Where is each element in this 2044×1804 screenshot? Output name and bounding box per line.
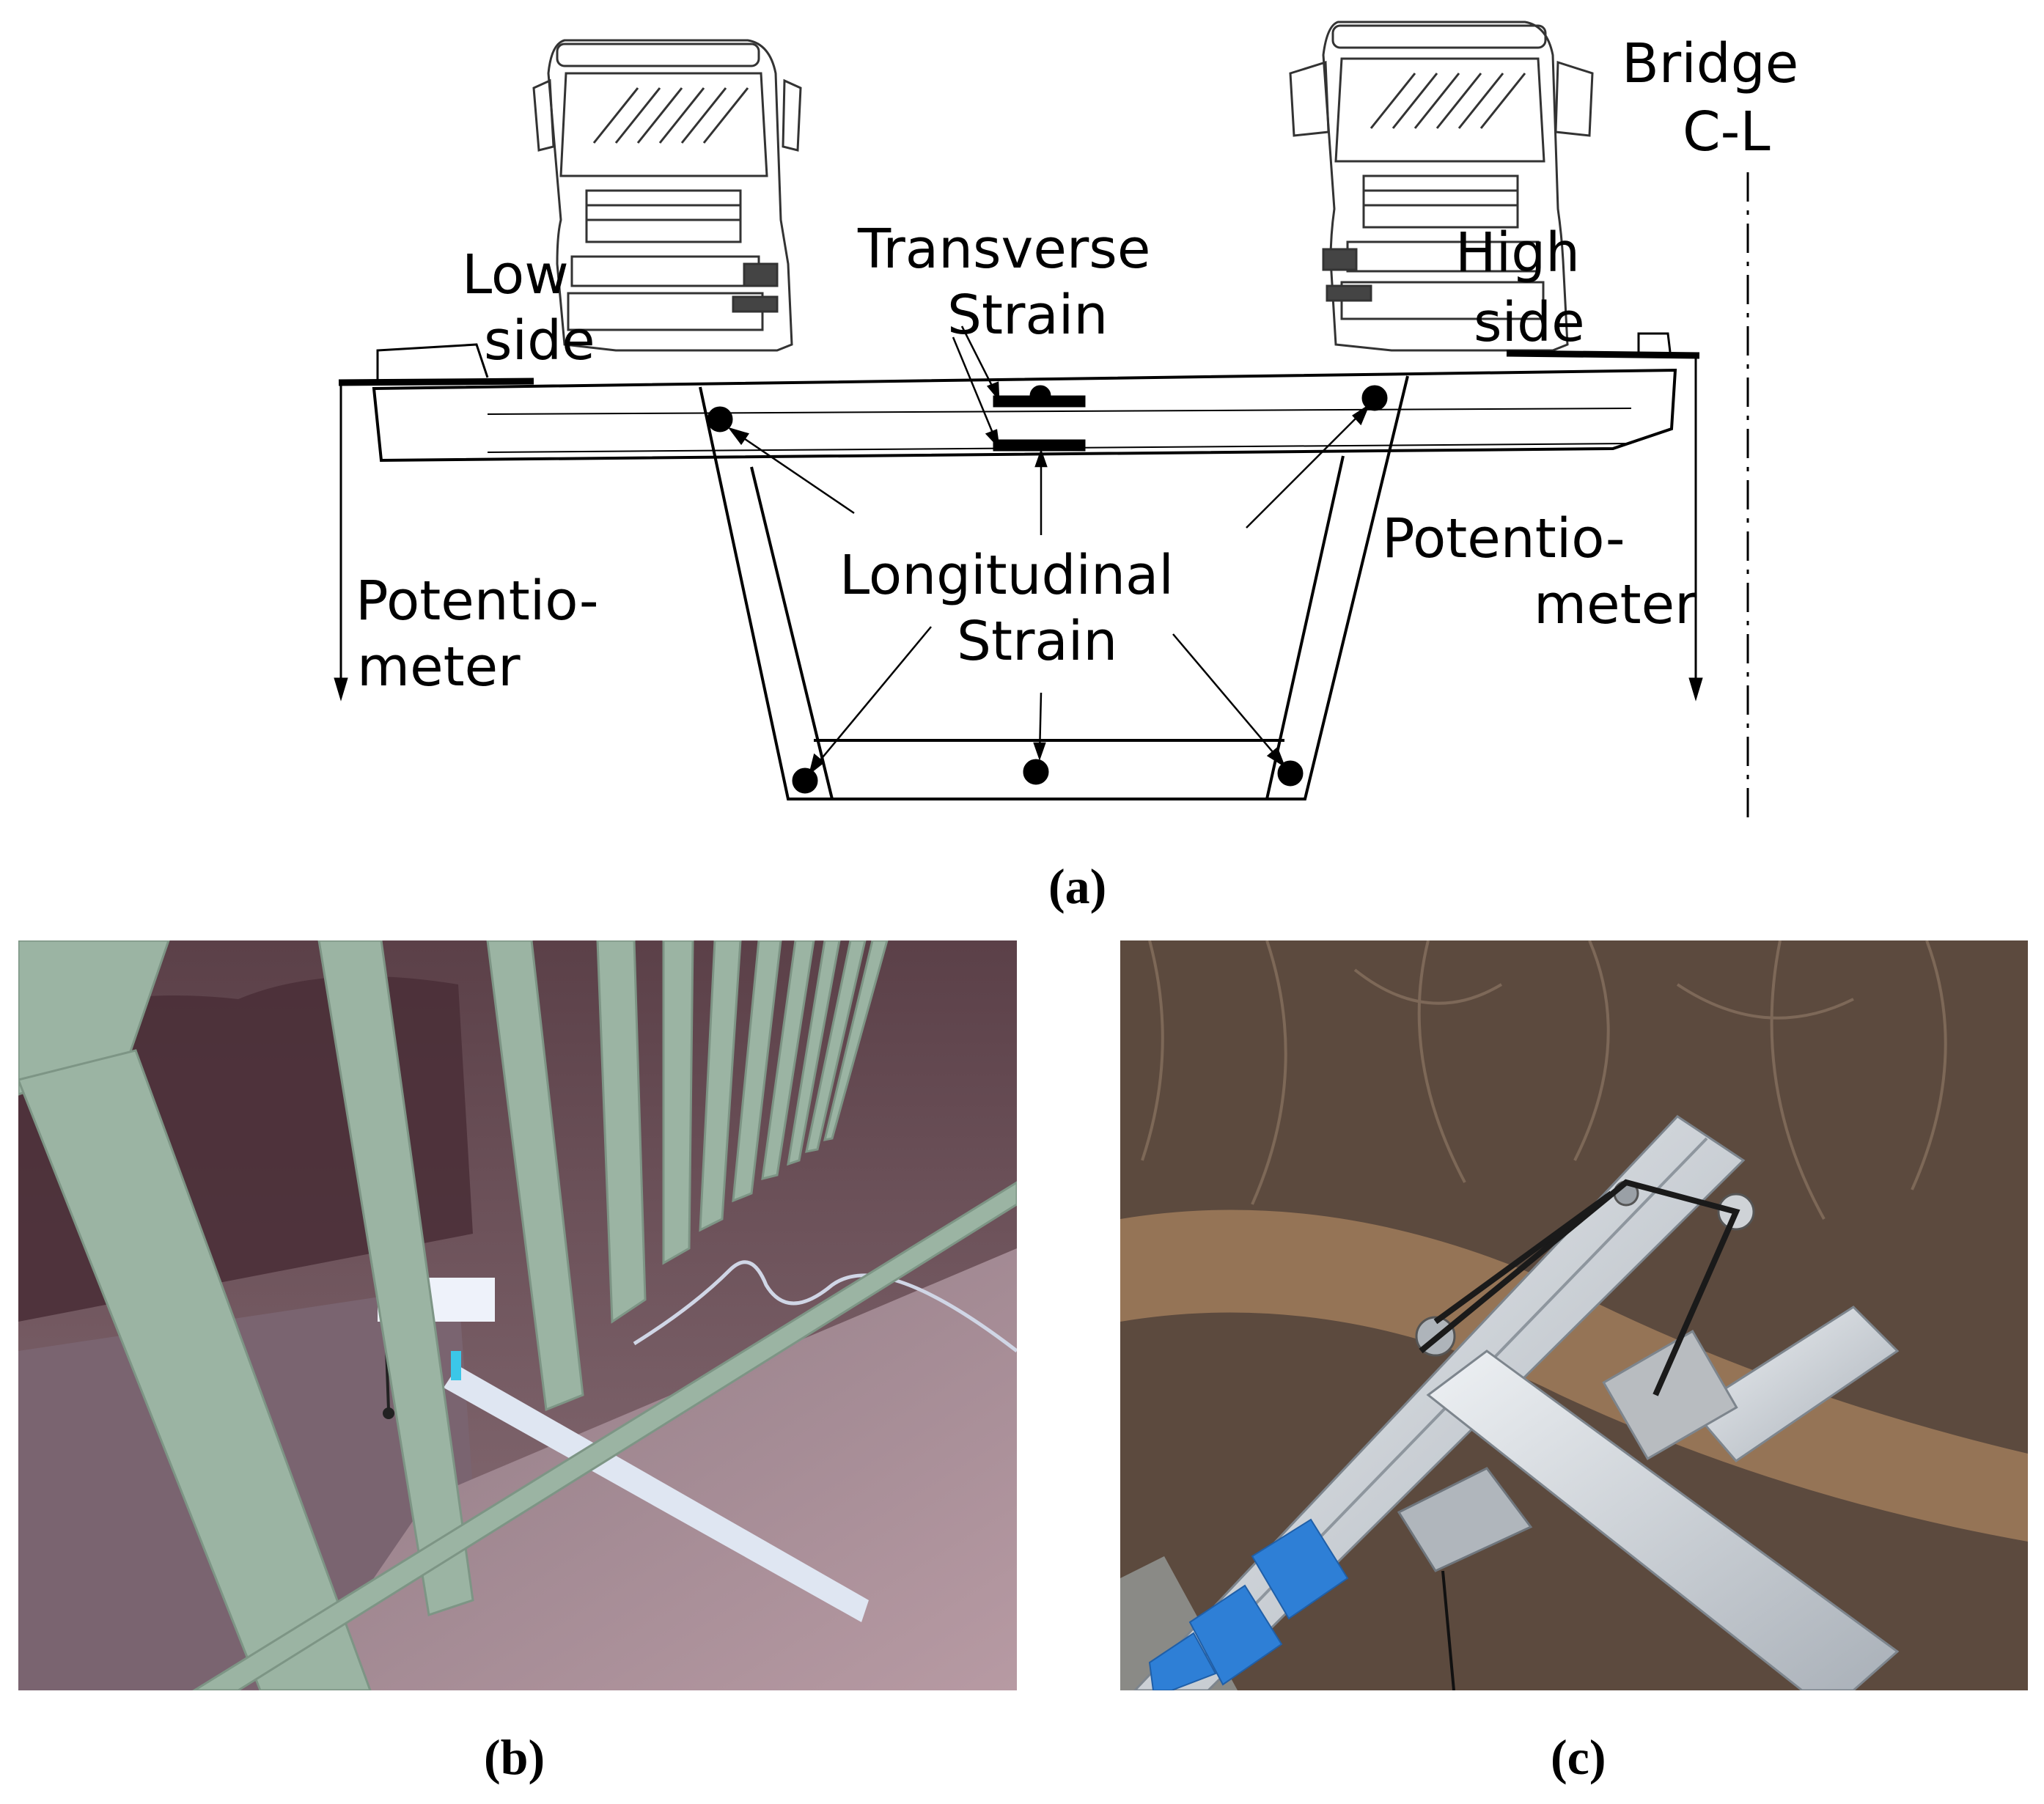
sensor-dot <box>1277 760 1304 787</box>
pot-arrow-left <box>334 677 348 702</box>
photo-b <box>18 940 1017 1690</box>
low-side-platform <box>338 378 534 386</box>
caption-a: (a) <box>1048 858 1106 914</box>
high-side-platform <box>1506 350 1700 359</box>
label-transverse: Transverse <box>857 218 1150 281</box>
panel-a-schematic <box>334 21 1749 821</box>
truck-right-icon <box>1289 21 1594 352</box>
label-pot-left: Potentio- <box>356 570 599 633</box>
sensor-dot <box>1023 759 1049 785</box>
web-left-inner <box>750 466 834 800</box>
sensor-dot <box>1361 385 1388 411</box>
label-pot-right-meter: meter <box>1534 573 1697 636</box>
box-girder <box>699 375 1409 800</box>
label-low: Low <box>462 243 569 306</box>
label-bridge: Bridge <box>1622 32 1798 95</box>
deck-rebar-top <box>487 408 1632 415</box>
low-side-barrier <box>376 343 489 380</box>
label-pot-left-meter: meter <box>357 636 521 699</box>
label-high-side: side <box>1474 291 1585 354</box>
high-side-barrier <box>1637 332 1672 353</box>
sensor-dot <box>707 406 733 432</box>
label-low-side: side <box>484 309 595 372</box>
transverse-gauge-dome <box>1029 385 1051 397</box>
pot-arrow-right <box>1688 677 1703 702</box>
web-right-inner <box>1265 455 1345 800</box>
caption-c: (c) <box>1551 1729 1606 1785</box>
label-pot-right: Potentio- <box>1382 507 1625 570</box>
truck-left-icon <box>532 39 802 352</box>
label-high: High <box>1455 221 1580 284</box>
label-longitudinal: Longitudinal <box>839 544 1174 607</box>
transverse-gauge-top <box>993 395 1086 408</box>
transverse-gauge-bottom <box>993 439 1086 452</box>
caption-b: (b) <box>484 1729 545 1785</box>
panel-a-labels: Bridge C-L Transverse Strain Low side Hi… <box>356 32 1798 699</box>
label-transverse-strain: Strain <box>947 284 1108 347</box>
sensor-dot <box>792 767 818 794</box>
deck-slab <box>372 368 1677 463</box>
label-cl: C-L <box>1683 100 1771 163</box>
label-longitudinal-strain: Strain <box>957 610 1117 673</box>
photo-c <box>1120 940 2028 1690</box>
annotation-arrows <box>727 325 1370 776</box>
